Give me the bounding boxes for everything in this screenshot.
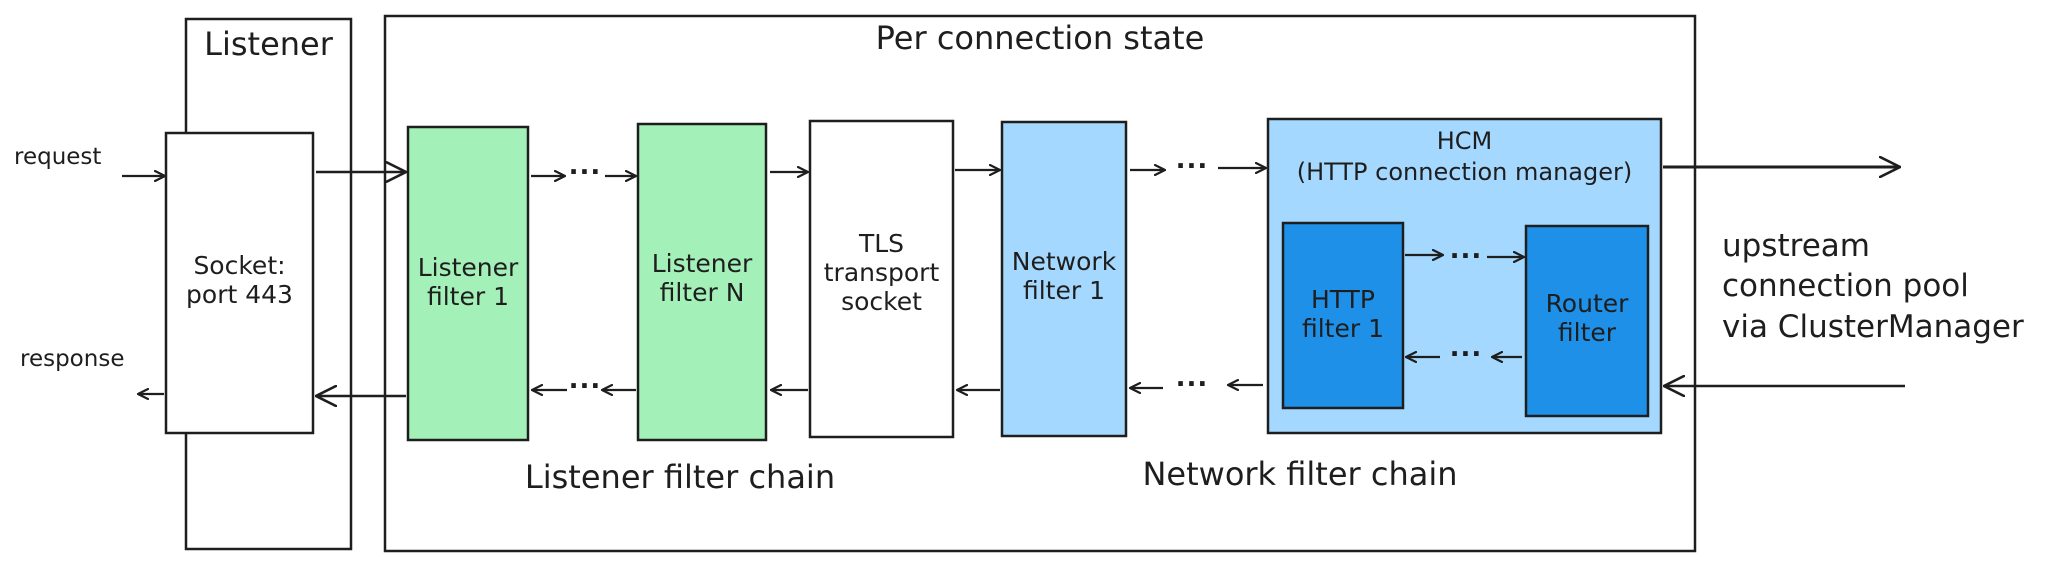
- tls-label: TLS transport socket: [810, 229, 953, 316]
- upstream-label: upstream connection pool via ClusterMana…: [1722, 226, 2042, 347]
- upstream-line1: upstream: [1722, 228, 1870, 264]
- per-connection-state-title: Per connection state: [875, 19, 1205, 57]
- listener-chain-forward-ellipsis: ...: [568, 151, 602, 181]
- socket-label: Socket: port 443: [166, 251, 313, 310]
- http-filter-1-line2: filter 1: [1301, 313, 1384, 343]
- listener-chain-back-ellipsis: ...: [568, 365, 602, 395]
- tls-transport-socket-box: [808, 119, 955, 439]
- listener-filter-1-box: [406, 125, 530, 442]
- listener-filter-1-label: Listener filter 1: [408, 253, 528, 312]
- http-chain-forward-ellipsis: ...: [1449, 235, 1483, 265]
- listener-filter-n-label: Listener filter N: [638, 249, 766, 308]
- socket-box: [164, 131, 315, 435]
- upstream-line2: connection pool: [1722, 268, 1969, 305]
- http-chain-back-ellipsis: ...: [1449, 333, 1483, 363]
- network-filter-1-label: Network filter 1: [1002, 247, 1126, 306]
- router-filter-box: [1524, 224, 1650, 418]
- listener-filter-1-line2: filter 1: [426, 281, 509, 311]
- http-filter-1-line1: HTTP: [1311, 285, 1375, 314]
- listener-filter-chain-label: Listener filter chain: [524, 458, 836, 496]
- hcm-label: HCM (HTTP connection manager): [1268, 126, 1661, 188]
- network-filter-1-box: [1000, 120, 1128, 438]
- router-filter-label: Router filter: [1526, 289, 1648, 348]
- tls-line1: TLS: [858, 229, 905, 258]
- network-filter-1-line2: filter 1: [1022, 275, 1105, 305]
- request-label: request: [14, 144, 102, 170]
- response-label: response: [20, 346, 125, 372]
- socket-label-line2: port 443: [186, 279, 293, 309]
- network-filter-chain-label: Network filter chain: [1142, 455, 1458, 493]
- router-filter-line1: Router: [1545, 289, 1629, 318]
- network-chain-forward-ellipsis: ...: [1175, 145, 1209, 175]
- hcm-line2: (HTTP connection manager): [1296, 158, 1633, 187]
- listener-title: Listener: [204, 25, 333, 63]
- upstream-line3: via ClusterManager: [1722, 308, 2024, 345]
- http-filter-1-box: [1281, 221, 1405, 410]
- listener-filter-n-box: [636, 122, 768, 442]
- hcm-line1: HCM: [1436, 127, 1493, 155]
- socket-label-line1: Socket:: [193, 251, 286, 280]
- listener-filter-n-line2: filter N: [659, 277, 745, 307]
- network-chain-back-ellipsis: ...: [1175, 363, 1209, 393]
- listener-filter-1-line1: Listener: [417, 253, 519, 282]
- tls-line3: socket: [841, 286, 922, 316]
- tls-line2: transport: [823, 257, 940, 287]
- network-filter-1-line1: Network: [1011, 247, 1117, 276]
- http-filter-1-label: HTTP filter 1: [1283, 285, 1403, 344]
- listener-filter-n-line1: Listener: [651, 249, 753, 278]
- router-filter-line2: filter: [1557, 317, 1617, 347]
